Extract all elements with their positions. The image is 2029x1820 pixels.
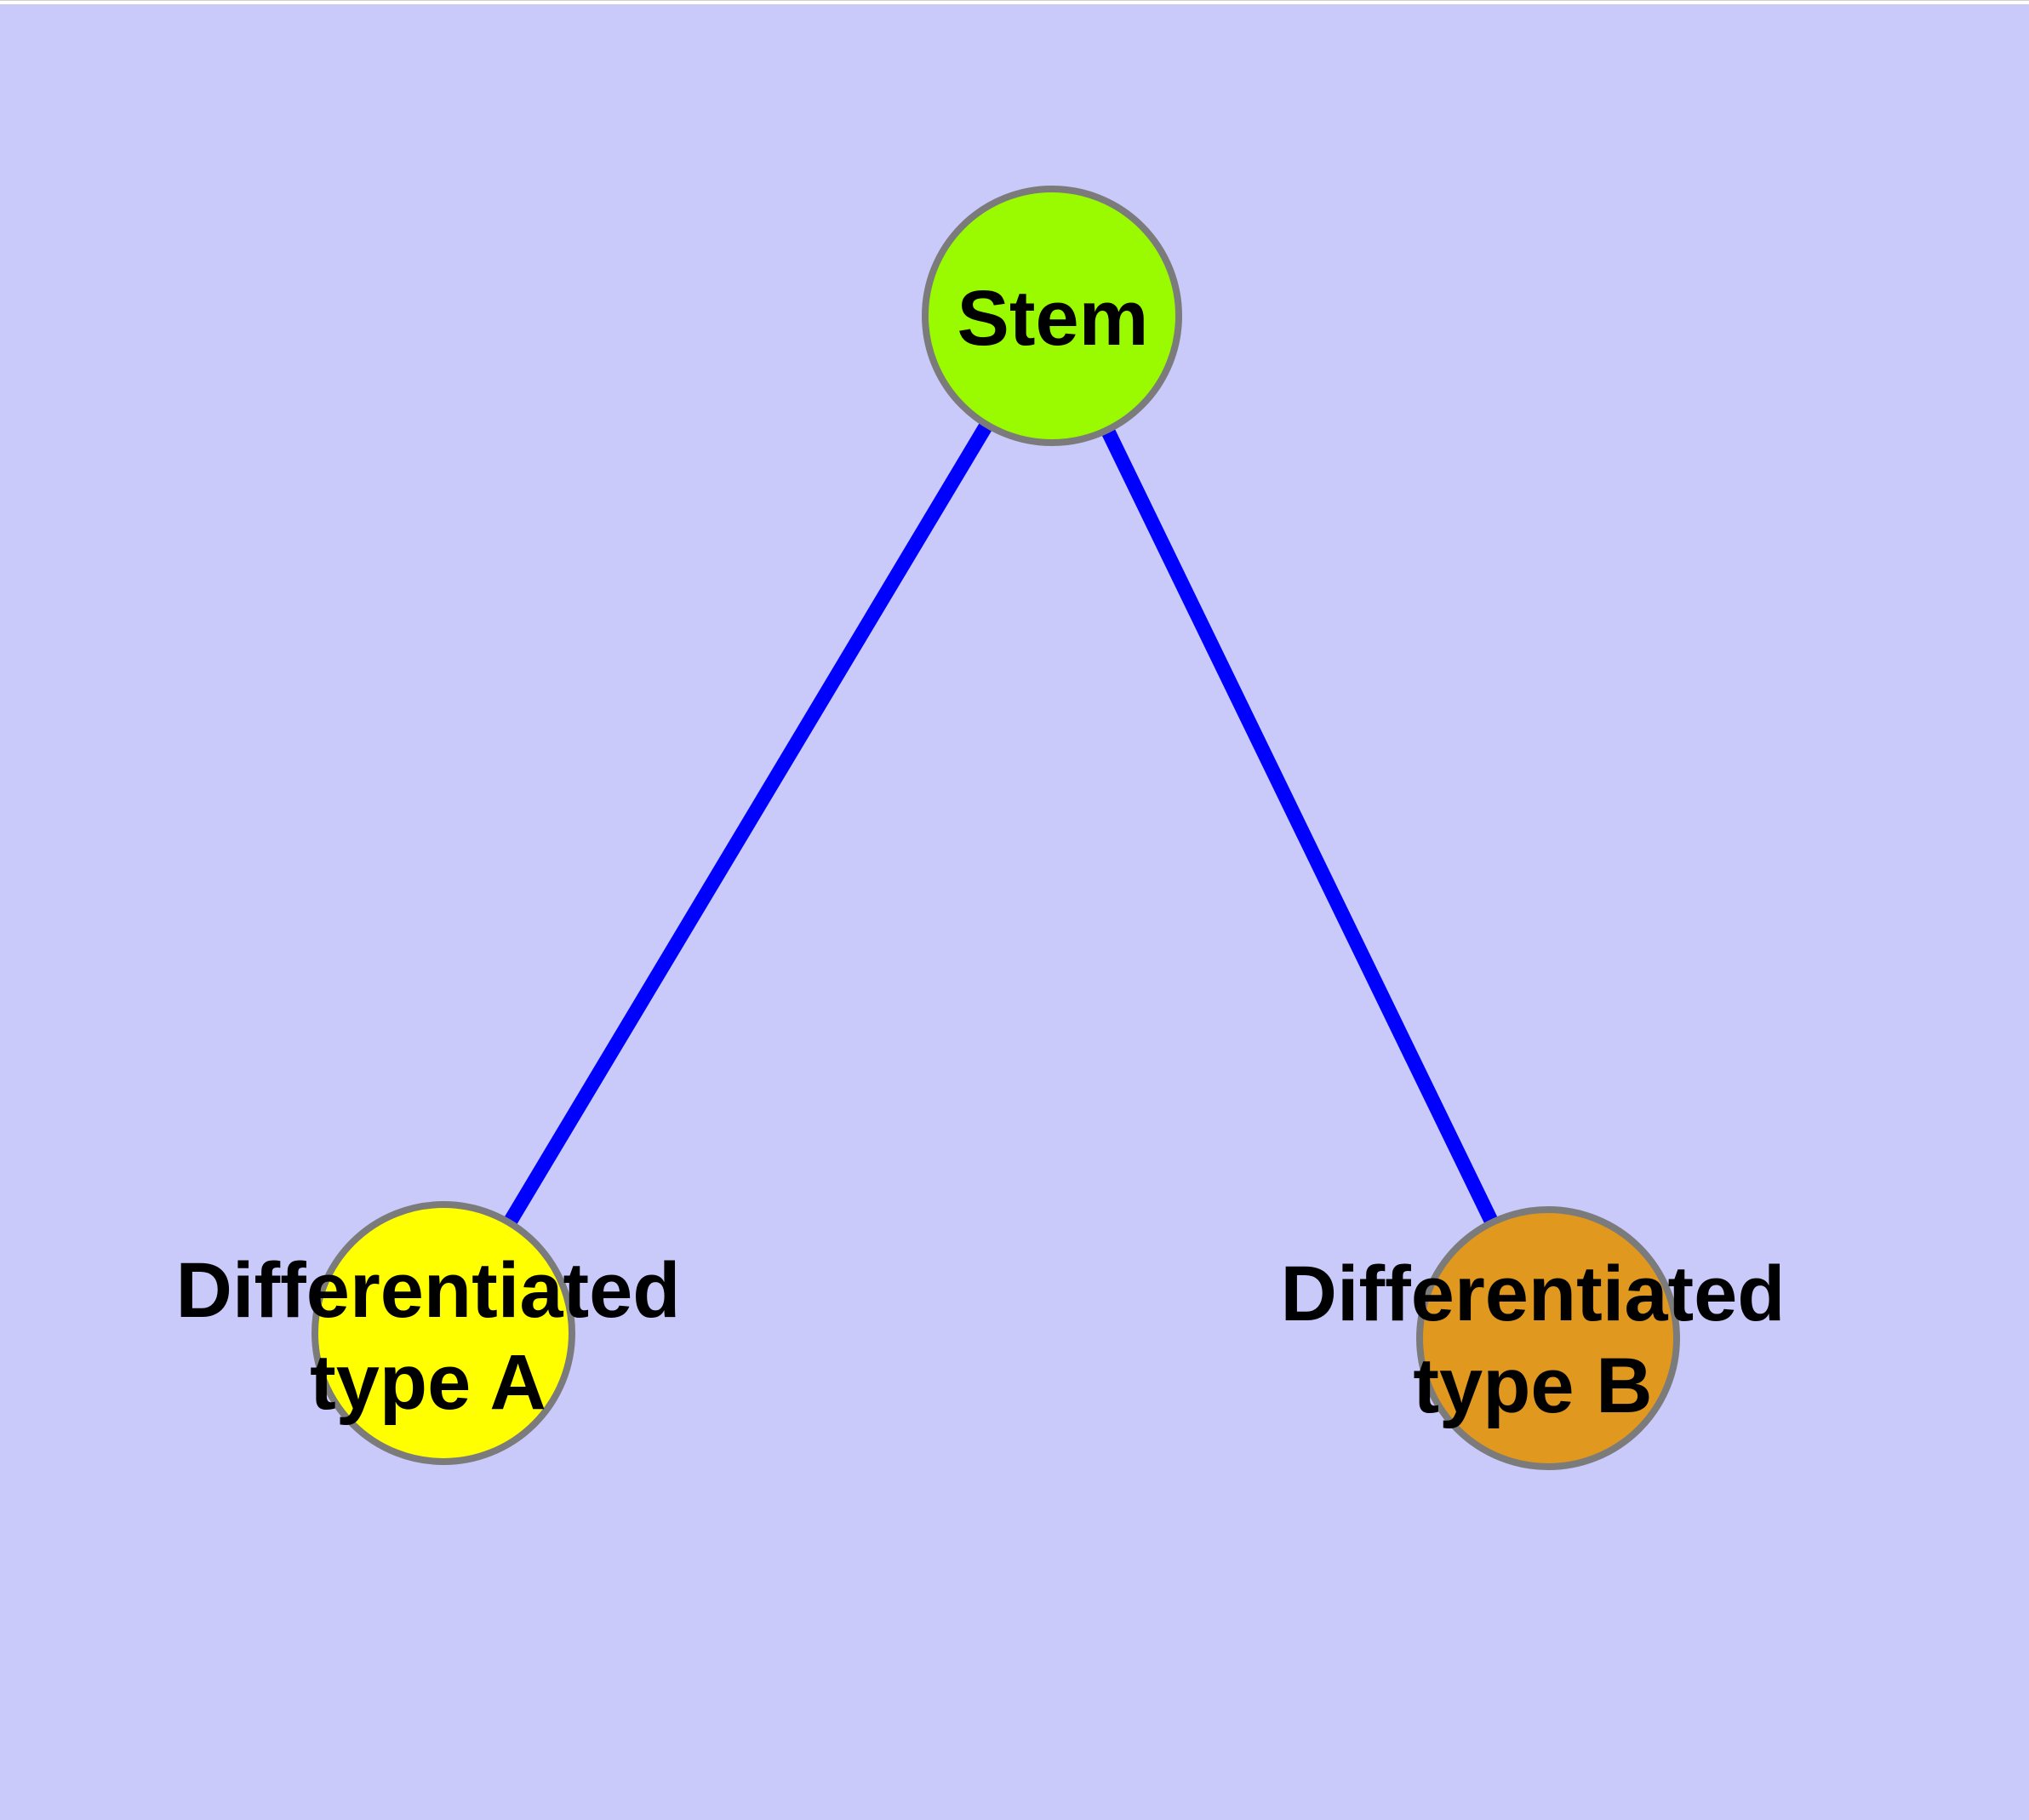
node-stem-circle	[922, 186, 1182, 446]
node-stem-label: Stem	[957, 275, 1149, 362]
node-type-b-circle	[1416, 1206, 1680, 1470]
top-margin-strip	[0, 0, 2029, 4]
node-type-a-circle	[311, 1201, 575, 1465]
node-type-b-label: Differentiated type B	[1280, 1251, 1786, 1429]
edge-stem-to-type-a	[437, 312, 1059, 1337]
node-type-a-label: Differentiated type A	[175, 1247, 681, 1426]
edge-stem-to-type-b	[1045, 312, 1555, 1342]
